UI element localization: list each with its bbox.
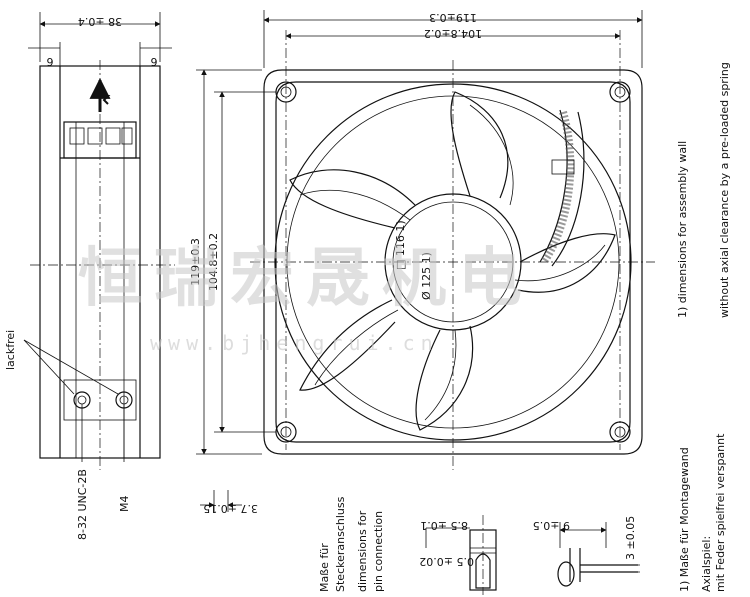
- connector-note-line-2: Steckeranschluss: [334, 496, 347, 592]
- hole-spacing-h-dimension: 104.8±0.2: [424, 27, 482, 40]
- outer-height-dimension: 119±0.3: [189, 238, 202, 286]
- note-assembly-wall: 1) dimensions for assembly wall: [676, 141, 689, 318]
- note-feder: mit Feder spielfrei verspannt: [714, 433, 727, 592]
- pin-detail: 8.5 ±0.1 0.5 ±0.02: [419, 515, 497, 595]
- thread-callout: 8-32 UNC-2B: [76, 469, 89, 540]
- pin-length-dimension: 8.5 ±0.1: [420, 519, 468, 532]
- connector-note-line-4: pin connection: [372, 511, 385, 592]
- spring-detail: 9 ±0.5 3 ±0.05: [533, 516, 640, 587]
- outer-width-dimension: 119±0.3: [429, 11, 477, 24]
- hub-diameter-label: Ø 125 1): [420, 252, 433, 300]
- english-notes: 1) dimensions for assembly wall without …: [676, 62, 731, 318]
- watermark-url: www.bjhengrui.cn: [150, 331, 439, 355]
- spring-width-dimension: 9 ±0.5: [533, 519, 570, 532]
- flange-left-dimension: 6: [47, 55, 54, 68]
- pin-width-dimension: 0.5 ±0.02: [419, 555, 474, 568]
- spring-height-dimension: 3 ±0.05: [624, 516, 637, 560]
- hub-square-label: □ 116 1): [394, 220, 407, 270]
- m4-callout: M4: [118, 496, 131, 513]
- note-montagewand: 1) Maße für Montagewand: [678, 447, 691, 592]
- lackfrei-callout: lackfrei: [4, 330, 17, 370]
- hole-spacing-v-dimension: 104.8±0.2: [207, 233, 220, 291]
- connector-note-line-1: Maße für: [318, 543, 331, 592]
- pin-offset-dimension: 3.7 ±0.15: [203, 502, 258, 515]
- note-axialspiel: Axialspiel:: [700, 536, 713, 592]
- connector-note-line-3: dimensions for: [356, 510, 369, 592]
- watermark: 恒瑞宏晟机电 www.bjhengrui.cn: [78, 242, 534, 355]
- side-width-dimension: 38 ±0.4: [78, 15, 122, 28]
- note-axial-clearance: without axial clearance by a pre-loaded …: [718, 62, 731, 318]
- side-view: 38 ±0.4 6 6: [4, 12, 175, 540]
- flange-right-dimension: 6: [151, 55, 158, 68]
- watermark-chinese: 恒瑞宏晟机电: [78, 242, 534, 316]
- connector-note: Maße für Steckeranschluss dimensions for…: [318, 496, 385, 592]
- front-view: 119±0.3 104.8±0.2 119±0.3 104.8±0.2 Ø 12…: [189, 10, 655, 470]
- german-notes: 1) Maße für Montagewand Axialspiel: mit …: [678, 433, 727, 592]
- pin-offset-detail: 3.7 ±0.15: [200, 490, 258, 515]
